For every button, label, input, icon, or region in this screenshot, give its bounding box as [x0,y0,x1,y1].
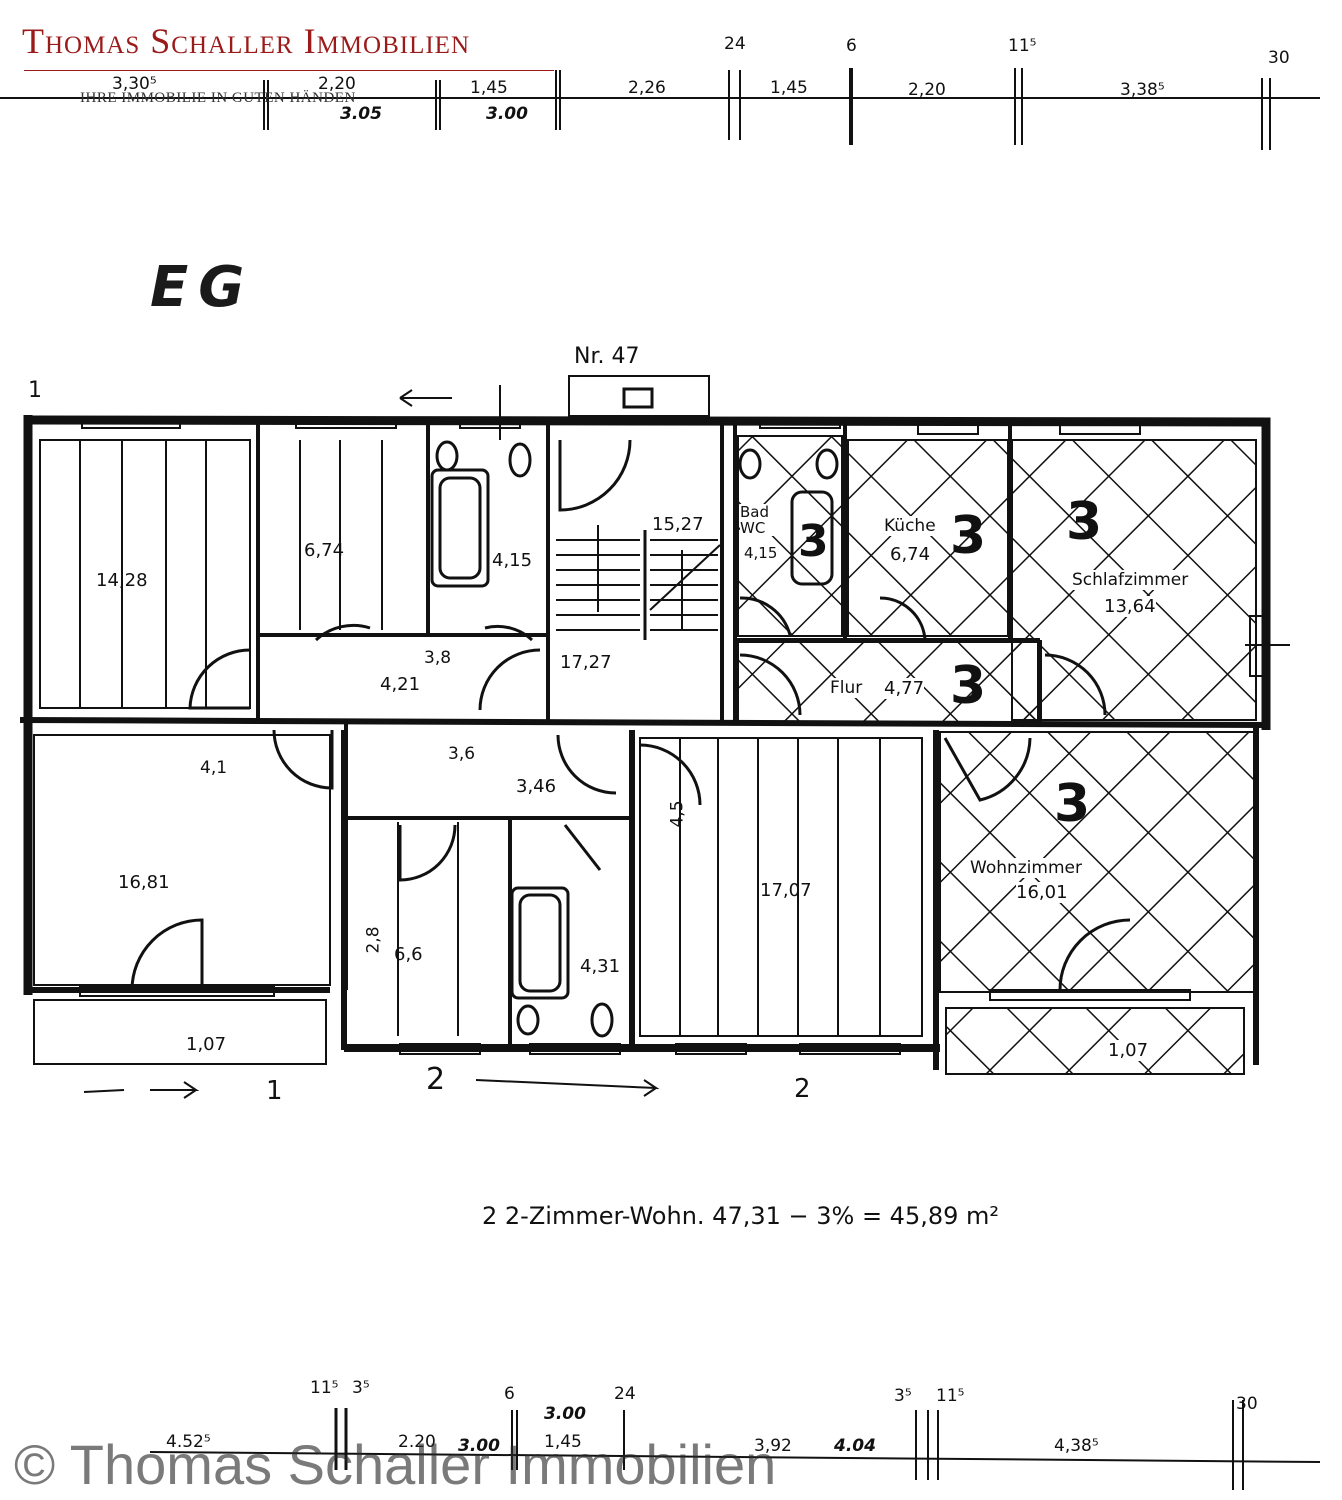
axis-number-1: 1 [28,378,42,403]
bottom-dimension-line [149,1400,1321,1490]
copyright-watermark: © Thomas Schaller Immobilien [14,1433,777,1496]
interior-walls [256,420,1042,1048]
hand-dim-3: 4,1 [200,758,228,778]
windows [79,417,1265,1055]
hatch-mark-flur: 3 [950,656,987,716]
top-dim-3: 1,45 [470,78,508,98]
top-dimension-line [0,68,1320,150]
bottom-axis-6: 11⁵ [936,1386,965,1406]
room-area-i: 6,6 [394,944,423,965]
top-dim-1: 3,30⁵ [112,74,157,94]
top-axis-4: 30 [1268,48,1290,68]
room-area-b: 6,74 [304,540,345,561]
top-dim-5: 1,45 [770,78,808,98]
room-area-l: 1,07 [186,1034,227,1055]
room-name-flur: Flur [830,678,863,698]
room-area-e: 4,21 [380,674,421,695]
bottom-axis-7: 30 [1236,1394,1258,1414]
direction-arrows [83,385,1290,1099]
top-dim-4: 2,26 [628,78,666,98]
bottom-hand-1: 3.00 [544,1404,586,1424]
bottom-axis-4: 24 [614,1384,636,1404]
room-area-kueche: 6,74 [890,544,931,565]
hand-dim-4: 4,5 [667,800,688,828]
area-summary: 2 2-Zimmer-Wohn. 47,31 − 3% = 45,89 m² [482,1202,1000,1230]
bottom-hand-3: 4.04 [834,1436,876,1456]
top-dim-6: 2,20 [908,80,946,100]
hatch-mark-schlaf: 3 [1066,492,1103,552]
room-area-h: 16,81 [118,872,170,893]
top-axis-1: 24 [724,34,746,54]
axis-number-2: 1 [266,1076,283,1106]
room-area-m: 1,07 [1108,1040,1149,1061]
room-area-c: 4,15 [492,550,533,571]
axis-number-3: 2 [426,1062,446,1097]
room-name-schlafzimmer: Schlafzimmer [1072,570,1189,590]
top-axis-2: 6 [846,36,857,56]
staircase [556,525,721,640]
hatch-mark-wohn: 3 [1054,774,1091,834]
bottom-dim-4: 3,92 [754,1436,792,1456]
room-area-a: 14,28 [96,570,148,591]
hand-dim-5: 2,8 [363,926,384,954]
room-name-wohnzimmer: Wohnzimmer [970,858,1082,878]
bottom-axis-2: 3⁵ [352,1378,370,1398]
door-swings [130,439,1131,992]
room-area-g: 3,46 [516,776,557,797]
room-area-k: 17,07 [760,880,812,901]
bottom-axis-3: 6 [504,1384,515,1404]
room-name-kueche: Küche [884,516,936,536]
bottom-dim-3: 1,45 [544,1432,582,1452]
hand-dim-1: 3,8 [424,648,452,668]
room-area-f: 17,27 [560,652,612,673]
brand-tagline: IHRE IMMOBILIE IN GUTEN HÄNDEN [80,90,356,106]
bottom-dim-2: 2.20 [398,1432,436,1452]
brand-divider [24,70,554,71]
room-area-schlafzimmer: 13,64 [1104,596,1156,617]
room-area-bad: 4,15 [744,544,778,562]
bottom-axis-5: 3⁵ [894,1386,912,1406]
room-area-d: 15,27 [652,514,704,535]
hatch-mark-kueche: 3 [950,506,987,566]
top-axis-3: 11⁵ [1008,36,1037,56]
room-area-j: 4,31 [580,956,621,977]
bottom-dim-1: 4.52⁵ [166,1432,211,1452]
brand-name: Thomas Schaller Immobilien [22,21,470,61]
hand-dim-2: 3,6 [448,744,476,764]
bottom-hand-2: 3.00 [458,1436,500,1456]
bottom-dim-5: 4,38⁵ [1054,1436,1099,1456]
room-area-wohnzimmer: 16,01 [1016,882,1068,903]
entrance-label: Nr. 47 [574,344,640,369]
hatch-mark-bad: 3 [798,516,829,567]
axis-number-4: 2 [794,1074,811,1104]
bottom-axis-1: 11⁵ [310,1378,339,1398]
top-dim-7: 3,38⁵ [1120,80,1165,100]
top-dim-2: 2,20 [318,74,356,94]
bath-fixtures [430,387,839,1038]
room-name-bad: Bad WC [740,504,780,536]
floor-label: EG [150,255,255,320]
top-hand-1: 3.05 [340,104,382,124]
room-area-flur: 4,77 [884,678,925,699]
top-hand-2: 3.00 [486,104,528,124]
